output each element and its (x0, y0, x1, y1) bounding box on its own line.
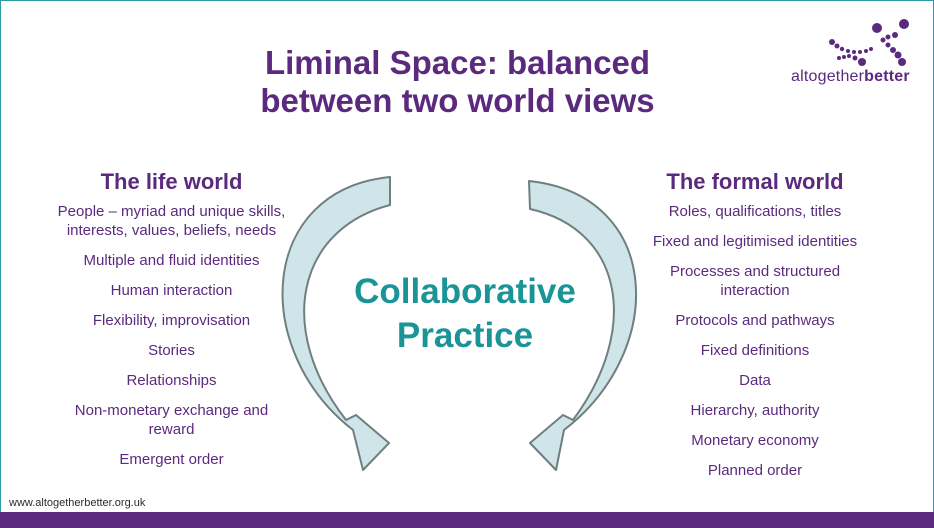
collaborative-practice-label: Collaborative Practice (330, 270, 600, 358)
formal-world-item: Processes and structured interaction (669, 263, 841, 299)
center-line-2: Practice (396, 316, 534, 355)
formal-world-item: Monetary economy (691, 432, 819, 449)
footer-bar (0, 512, 934, 528)
life-world-item: Non-monetary exchange and reward (74, 402, 269, 438)
right-arrow-icon (528, 180, 637, 471)
life-world-heading: The life world (100, 169, 243, 194)
formal-world-item: Planned order (707, 462, 803, 479)
life-world-column: The life world People – myriad and uniqu… (44, 169, 299, 469)
life-world-item: Stories (148, 342, 195, 359)
formal-world-heading: The formal world (666, 169, 844, 194)
life-world-item: Flexibility, improvisation (92, 312, 251, 329)
formal-world-item: Hierarchy, authority (690, 402, 820, 419)
title-line-1: Liminal Space: balanced (264, 44, 651, 81)
logo-text-bold: better (864, 68, 910, 85)
left-arrow-icon (281, 176, 391, 471)
altogether-better-logo-icon (829, 19, 909, 66)
logo-wordmark: altogetherbetter (791, 68, 910, 86)
life-world-item: Relationships (126, 372, 217, 389)
logo-text-light: altogether (791, 68, 865, 85)
life-world-item: Human interaction (110, 282, 233, 299)
formal-world-item: Data (739, 372, 771, 389)
title-line-2: between two world views (260, 82, 655, 119)
formal-world-item: Fixed and legitimised identities (652, 233, 858, 250)
formal-world-item: Protocols and pathways (675, 312, 835, 329)
life-world-item: Multiple and fluid identities (83, 252, 260, 269)
formal-world-item: Roles, qualifications, titles (668, 203, 842, 220)
slide-title: Liminal Space: balanced between two worl… (180, 44, 735, 120)
website-url: www.altogetherbetter.org.uk (9, 497, 146, 509)
formal-world-column: The formal world Roles, qualifications, … (632, 169, 878, 480)
life-world-item: Emergent order (119, 451, 224, 468)
center-line-1: Collaborative (354, 272, 576, 311)
formal-world-item: Fixed definitions (700, 342, 810, 359)
life-world-item: People – myriad and unique skills, inter… (57, 203, 286, 239)
